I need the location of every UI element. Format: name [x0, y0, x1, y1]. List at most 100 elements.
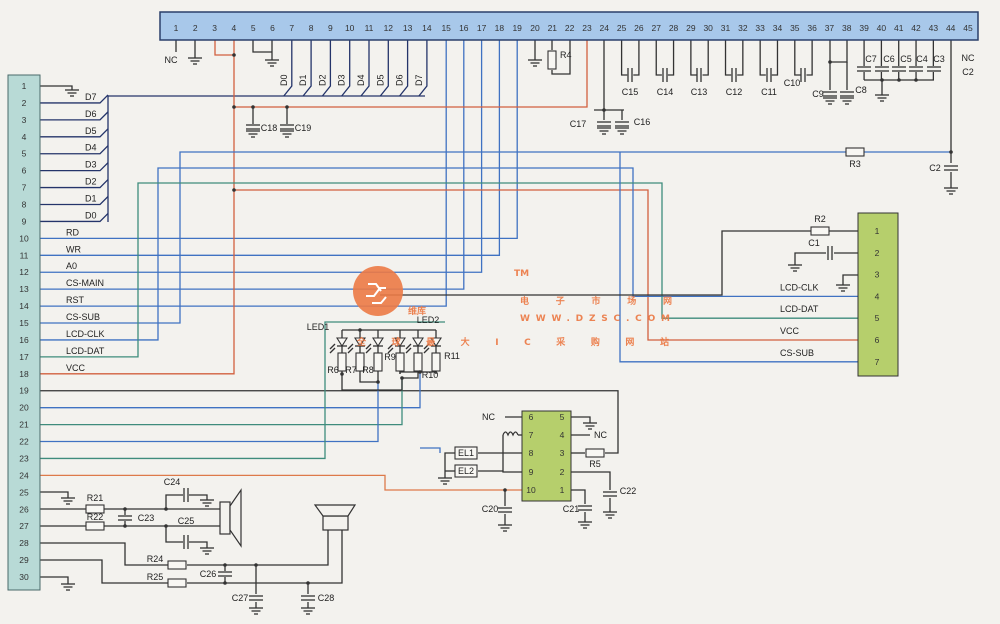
ground-icon: [944, 187, 958, 195]
data-line: [360, 40, 370, 97]
junction-dot: [164, 524, 168, 528]
wire: [40, 390, 619, 454]
capacitor-c2: [944, 165, 958, 171]
lcd-clk-line: [40, 167, 858, 341]
component-label-r8: R8: [362, 365, 374, 375]
signal-label: D6: [85, 109, 97, 119]
junction-dot: [164, 507, 168, 511]
top-pin-number: 24: [600, 23, 610, 33]
top-pin-number: 39: [859, 23, 869, 33]
speaker-icon: [229, 488, 242, 548]
lcd-pin-number: 6: [875, 335, 880, 345]
capacitor-c6: [875, 66, 889, 72]
wire: [40, 491, 69, 498]
wire: [341, 374, 403, 391]
ic-pin-number: 5: [560, 412, 565, 422]
wire: [189, 494, 208, 500]
data-line: [302, 40, 312, 97]
left-pin-number: 22: [19, 437, 29, 447]
ground-icon: [188, 57, 202, 65]
coil-icon: [502, 431, 519, 437]
capacitor-c10: [800, 68, 806, 82]
left-pin-number: 20: [19, 403, 29, 413]
control-line: [40, 40, 447, 307]
wire: [571, 471, 611, 490]
component-label-led2: LED2: [417, 315, 440, 325]
component-label-c25: C25: [178, 516, 195, 526]
wire: [40, 559, 168, 584]
ground-icon: [246, 130, 260, 138]
left-pin-number: 29: [19, 555, 29, 565]
resistor-r25: [167, 578, 187, 588]
left-pin-number: 6: [22, 166, 27, 176]
top-pin-number: 42: [911, 23, 921, 33]
wire: [655, 40, 662, 76]
wire: [40, 382, 379, 443]
top-pin-number: 25: [617, 23, 627, 33]
left-pin-number: 21: [19, 420, 29, 430]
lcd-pin-number: 5: [875, 313, 880, 323]
lcd-pin-number: 1: [875, 226, 880, 236]
top-pin-number: 19: [512, 23, 522, 33]
resistor-r2: [810, 226, 830, 236]
component-label-r11: R11: [444, 351, 460, 361]
junction-dot: [123, 507, 127, 511]
signal-label: CS-MAIN: [66, 278, 104, 288]
component-label-c22: C22: [620, 486, 637, 496]
component-label-c18: C18: [261, 123, 278, 133]
resistor-r4: [547, 50, 557, 70]
top-pin-number: 20: [530, 23, 540, 33]
data-line: [40, 145, 109, 155]
data-line: [40, 111, 109, 121]
ground-icon: [65, 89, 79, 97]
connectors: [7, 11, 979, 591]
top-pin-number: 35: [790, 23, 800, 33]
ground-icon: [61, 583, 75, 591]
component-label-c9: C9: [812, 89, 824, 99]
wire: [571, 416, 591, 423]
wire: [633, 40, 640, 76]
cs-sub-line: [619, 152, 858, 363]
top-pin-number: 10: [345, 23, 355, 33]
led-icon: [405, 337, 424, 354]
left-pin-number: 4: [22, 132, 27, 142]
junction-dot: [232, 105, 236, 109]
lcd-signal-label: VCC: [780, 326, 800, 336]
junction-dot: [123, 524, 127, 528]
data-line: [40, 94, 109, 104]
ground-icon: [615, 127, 629, 135]
top-pin-number: 7: [289, 23, 294, 33]
resistor-r6: [337, 352, 347, 372]
top-pin-number: 36: [807, 23, 817, 33]
ground-icon: [498, 524, 512, 532]
capacitor-c14: [662, 68, 668, 82]
speaker-icon: [219, 501, 231, 535]
wire: [40, 378, 403, 426]
wire: [667, 40, 675, 76]
junction-dot: [232, 53, 236, 57]
top-pin-number: 11: [365, 23, 374, 33]
ground-icon: [788, 264, 802, 272]
resistor-r8: [373, 352, 383, 372]
signal-label: D5: [85, 126, 97, 136]
top-pin-number: 13: [403, 23, 413, 33]
led-icon: [347, 337, 366, 354]
lcd-pin-number: 7: [875, 357, 880, 367]
capacitor-c4: [909, 66, 923, 72]
top-pin-number: 27: [652, 23, 662, 33]
signal-label: LCD-CLK: [66, 329, 105, 339]
signal-label: RD: [66, 227, 79, 237]
component-label-r24: R24: [147, 554, 164, 564]
component-label-c20: C20: [482, 504, 499, 514]
left-pin-number: 19: [19, 386, 29, 396]
wire: [571, 489, 586, 504]
left-pin-number: 8: [22, 200, 27, 210]
led-icon: [329, 337, 348, 354]
wire: [794, 252, 826, 265]
junction-dot: [828, 60, 832, 64]
top-pin-number: 45: [963, 23, 973, 33]
capacitor-c11: [766, 68, 772, 82]
data-line: [40, 128, 109, 138]
wire: [187, 530, 329, 566]
